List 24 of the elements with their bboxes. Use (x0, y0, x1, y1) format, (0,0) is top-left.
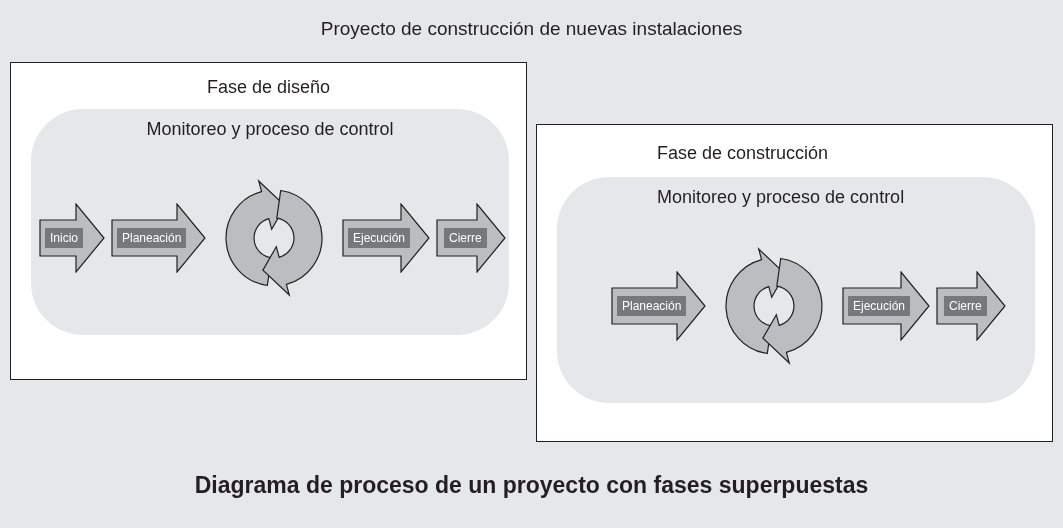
region-title: Monitoreo y proceso de control (145, 119, 395, 140)
diagram-title: Proyecto de construcción de nuevas instalaciones (319, 18, 744, 40)
process-arrow (611, 271, 706, 341)
process-arrow (39, 203, 105, 273)
step-label: Planeación (617, 296, 687, 316)
phase-box (10, 62, 527, 380)
region-title: Monitoreo y proceso de control (657, 187, 905, 208)
phase-box (536, 124, 1053, 442)
process-arrow (111, 203, 206, 273)
step-label: Ejecución (348, 228, 411, 248)
step-label: Planeación (117, 228, 187, 248)
step-label: Cierre (944, 296, 987, 316)
process-region (557, 177, 1035, 403)
process-arrow (342, 203, 430, 273)
process-arrow (436, 203, 506, 273)
phase-title: Fase de construcción (657, 143, 829, 164)
diagram-caption: Diagrama de proceso de un proyecto con fases superpuestas (193, 472, 870, 499)
step-label: Ejecución (848, 296, 911, 316)
phase-title: Fase de diseño (205, 77, 332, 98)
step-label: Inicio (45, 228, 83, 248)
process-arrow (842, 271, 930, 341)
process-arrow (936, 271, 1006, 341)
step-label: Cierre (444, 228, 487, 248)
process-region (31, 109, 509, 335)
